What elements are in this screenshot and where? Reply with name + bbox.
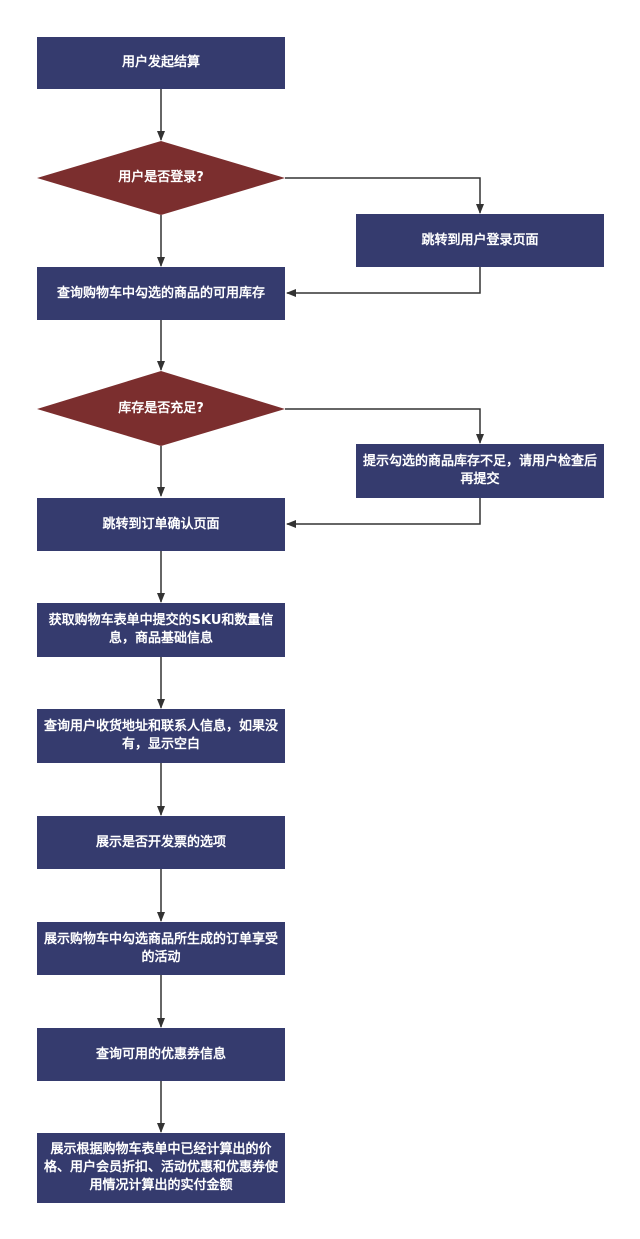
goto-confirm-box [37,498,285,551]
process-boxes [37,37,604,1203]
start-label: 用户发起结算 [121,55,200,70]
login-check-label: 用户是否登录? [118,170,204,185]
connector-stock-warning-to-goto-confirm [286,498,481,528]
connector-login-check-to-goto-login [285,177,484,214]
get-sku-box [37,603,285,657]
query-coupons-label: 查询可用的优惠券信息 [95,1046,226,1062]
goto-login-box [356,214,604,267]
connector-goto-login-to-query-stock [286,267,481,297]
show-invoice-label: 展示是否开发票的选项 [95,834,226,850]
stock-warning-label: 提示勾选的商品库存不足，请用户检查后再提交 [362,454,597,487]
get-sku-label: 获取购物车表单中提交的SKU和数量信息，商品基础信息 [48,613,274,646]
show-payment-label: 展示根据购物车表单中已经计算出的价格、用户会员折扣、活动优惠和优惠券使用情况计算… [43,1142,278,1193]
show-payment-box [37,1133,285,1203]
query-coupons-box [37,1028,285,1081]
show-promotions-box [37,922,285,975]
goto-login-label: 跳转到用户登录页面 [421,232,539,248]
login-check-diamond [37,141,285,215]
show-promotions-label: 展示购物车中勾选商品所生成的订单享受的活动 [43,931,278,965]
query-address-box [37,709,285,763]
query-stock-label: 查询购物车中勾选的商品的可用库存 [56,285,265,301]
stock-warning-box [356,444,604,498]
start-box [37,37,285,89]
connector-stock-check-to-stock-warning [285,408,484,444]
goto-confirm-label: 跳转到订单确认页面 [102,516,220,532]
query-address-label: 查询用户收货地址和联系人信息，如果没有，显示空白 [43,719,278,752]
stock-check-diamond [37,371,285,446]
show-invoice-box [37,816,285,869]
query-stock-box [37,267,285,320]
stock-check-label: 库存是否充足? [118,400,204,416]
decision-diamonds [37,141,285,446]
connectors [157,89,484,1133]
